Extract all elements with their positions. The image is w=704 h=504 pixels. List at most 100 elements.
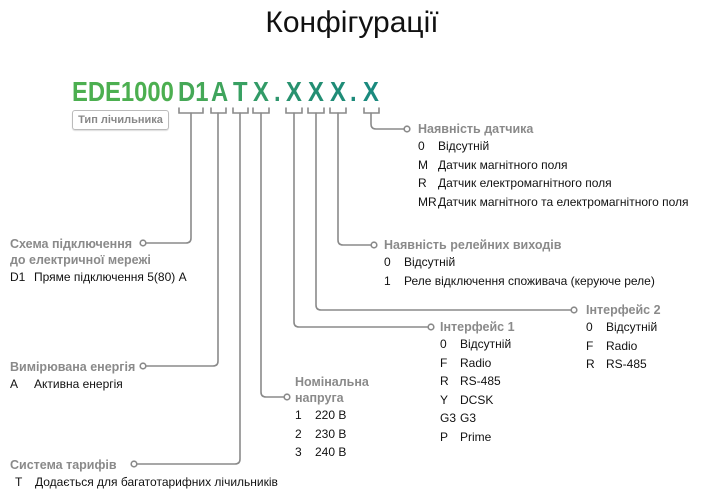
group-connection: Схема підключення до електричної мережі … xyxy=(10,236,187,287)
option-code: T xyxy=(15,475,23,489)
option-code: R xyxy=(440,374,449,388)
option-code: F xyxy=(440,355,448,370)
connector-energy xyxy=(145,112,219,367)
option-row: MRДатчик магнітного та електромагнітного… xyxy=(418,193,689,212)
group-title-line2: напруга xyxy=(295,391,344,405)
group-title: Схема підключення xyxy=(10,237,133,251)
option-row: 0 Відсутній xyxy=(440,335,515,354)
option-label: G3 xyxy=(460,411,477,425)
option-code: 1 xyxy=(384,273,391,288)
group-interface-2: Інтерфейс 2 0 Відсутній F Radio R RS-485 xyxy=(586,302,661,374)
option-label: RS-485 xyxy=(460,374,501,388)
code-part-voltage: X xyxy=(253,76,269,107)
option-label: Відсутній xyxy=(606,320,658,334)
connector-dot xyxy=(370,241,378,249)
page-title: Конфігурації xyxy=(265,6,439,39)
option-label: 240 В xyxy=(315,445,347,459)
code-part-tariff: T xyxy=(233,76,248,107)
connector-dot xyxy=(139,239,147,247)
option-code: G3 xyxy=(440,411,457,425)
connector-dot xyxy=(403,125,411,133)
option-row: 2 230 В xyxy=(295,425,369,444)
group-title: Наявність датчика xyxy=(418,122,534,136)
connector-iface1 xyxy=(293,112,429,328)
option-code: P xyxy=(440,429,449,444)
option-label: Prime xyxy=(460,429,492,444)
code-part-sensor: X xyxy=(363,76,379,107)
option-row: T Додається для багатотарифних лічильникі… xyxy=(10,473,278,492)
option-label: Датчик магнітного та електромагнітного п… xyxy=(438,194,689,209)
option-code: 0 xyxy=(586,320,593,334)
option-code: 0 xyxy=(418,139,425,153)
option-row: P Prime xyxy=(440,428,515,447)
group-title: Вимірювана енергія xyxy=(10,360,136,374)
code-dot: . xyxy=(350,76,357,107)
option-label: Відсутній xyxy=(460,337,512,351)
code-part-connection: D1 xyxy=(178,76,209,107)
option-label: Radio xyxy=(606,338,638,353)
group-title: Номінальна xyxy=(295,375,369,389)
model-code: EDE1000 xyxy=(72,76,174,107)
group-title: Наявність релейних виходів xyxy=(384,238,562,252)
connector-voltage xyxy=(260,112,285,398)
option-label: Датчик електромагнітного поля xyxy=(438,176,612,190)
connector-relay xyxy=(337,112,372,246)
option-label: RS-485 xyxy=(606,357,647,371)
connector-dot xyxy=(427,323,435,331)
connector-dot xyxy=(283,393,291,401)
code-part-iface1: X xyxy=(286,76,302,107)
option-label: DCSK xyxy=(460,392,494,407)
option-label: Датчик магнітного поля xyxy=(438,157,568,172)
connector-dot xyxy=(130,460,138,468)
option-code: MR xyxy=(418,194,437,209)
group-title-line2: до електричної мережі xyxy=(10,253,151,267)
option-code: 2 xyxy=(295,426,302,441)
option-label: Пряме підключення 5(80) А xyxy=(34,270,187,284)
connector-dot xyxy=(139,362,147,370)
option-code: F xyxy=(586,338,594,353)
option-label: 230 В xyxy=(315,426,347,441)
option-code: 3 xyxy=(295,445,302,459)
meter-type-label: Тип лічильника xyxy=(72,110,169,130)
option-label: Додається для багатотарифних лічильників xyxy=(35,475,278,489)
group-sensor: Наявність датчика 0 Відсутній M Датчик маг… xyxy=(418,121,689,211)
group-title: Інтерфейс 1 xyxy=(440,320,515,334)
code-dot: . xyxy=(274,76,281,107)
brackets xyxy=(178,107,380,114)
connector-sensor xyxy=(370,112,405,130)
code-part-energy: A xyxy=(211,76,229,107)
connector-iface2 xyxy=(315,112,572,311)
option-code: D1 xyxy=(10,270,26,284)
option-row: R RS-485 xyxy=(586,355,661,374)
connector-connection xyxy=(145,112,192,244)
option-code: 0 xyxy=(384,255,391,269)
option-code: R xyxy=(586,357,595,371)
option-row: 3 240 В xyxy=(295,443,369,462)
option-row: M Датчик магнітного поля xyxy=(418,156,689,175)
group-title: Інтерфейс 2 xyxy=(586,303,661,317)
option-code: R xyxy=(418,176,427,190)
connector-tariff xyxy=(136,112,241,465)
option-code: A xyxy=(10,377,19,391)
option-label: Відсутній xyxy=(438,139,490,153)
option-code: 0 xyxy=(440,337,447,351)
option-row: 0 Відсутній xyxy=(418,137,689,156)
option-row: 0 Відсутній xyxy=(586,318,661,337)
option-row: R Датчик електромагнітного поля xyxy=(418,174,689,193)
code-part-relay: X xyxy=(330,76,346,107)
option-code: M xyxy=(418,157,428,172)
option-row: R RS-485 xyxy=(440,372,515,391)
code-part-iface2: X xyxy=(308,76,324,107)
